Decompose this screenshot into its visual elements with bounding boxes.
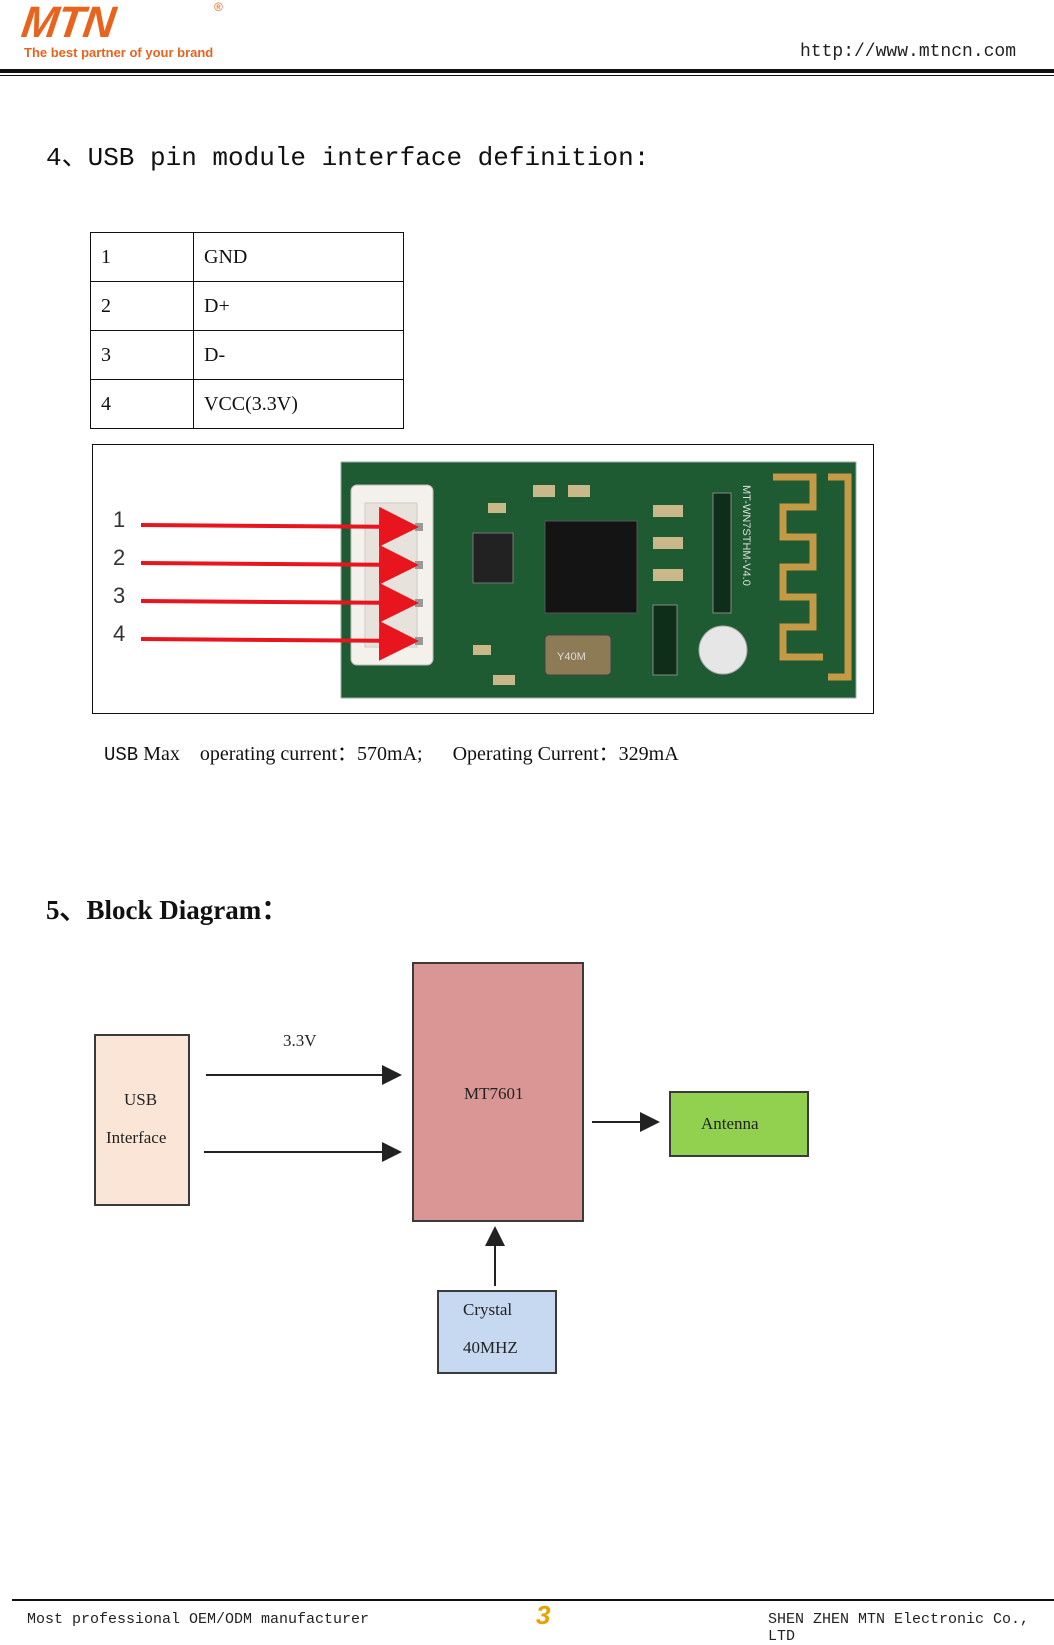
table-row: 4 VCC(3.3V) <box>90 379 404 429</box>
module-photo: 1 2 3 4 Y40M <box>113 461 857 699</box>
table-row: 2 D+ <box>90 281 404 331</box>
pin-number: 1 <box>90 232 194 282</box>
pin-name: D- <box>193 330 404 380</box>
crystal-label-2: 40MHZ <box>463 1338 518 1357</box>
header-rule-thin <box>0 75 1054 76</box>
pin-arrow <box>140 506 419 547</box>
antenna-label: Antenna <box>701 1114 759 1133</box>
main-chip <box>544 520 638 614</box>
voltage-label: 3.3V <box>283 1031 317 1050</box>
current-spec-text: Max operating current：570mA; Operating C… <box>138 743 679 765</box>
photo-pin-label: 2 <box>113 545 125 570</box>
header-rule-thick <box>0 69 1054 73</box>
crystal-marking: Y40M <box>557 651 586 663</box>
board-silkscreen: MT-WN7STHM-V4.0 <box>740 485 752 586</box>
footer-left-text: Most professional OEM/ODM manufacturer <box>27 1611 370 1628</box>
mt7601-block: MT7601 <box>412 962 584 1222</box>
photo-pin-label: 1 <box>113 507 125 532</box>
pin-name: D+ <box>193 281 404 331</box>
pin-arrow <box>140 582 419 623</box>
pin-number: 3 <box>90 330 194 380</box>
company-logo: MTN <box>18 0 118 47</box>
page-number: 3 <box>536 1600 551 1630</box>
footer-rule <box>12 1599 1054 1601</box>
pin-number: 2 <box>90 281 194 331</box>
crystal-block: Crystal 40MHZ <box>437 1290 557 1374</box>
current-spec-prefix: USB <box>104 744 139 766</box>
usb-block-label-1: USB <box>124 1090 158 1109</box>
usb-block-label-2: Interface <box>106 1128 167 1147</box>
pin-number: 4 <box>90 379 194 429</box>
logo-tagline: The best partner of your brand <box>24 45 214 60</box>
crystal-component <box>544 634 612 676</box>
footer-right-text: SHEN ZHEN MTN Electronic Co., LTD <box>768 1611 1030 1645</box>
registered-mark: ® <box>214 0 223 14</box>
pin-arrow <box>140 544 419 585</box>
usb-interface-block: USB Interface <box>94 1034 190 1206</box>
table-row: 1 GND <box>90 232 404 282</box>
pin-name: VCC(3.3V) <box>193 379 404 429</box>
crystal-label-1: Crystal <box>463 1300 513 1319</box>
header-url: http://www.mtncn.com <box>800 42 1017 62</box>
pcb-antenna-trace <box>773 473 823 661</box>
section-4-title: 4、USB pin module interface definition: <box>46 143 650 173</box>
pin-arrow <box>140 620 419 661</box>
antenna-block: Antenna <box>669 1091 809 1157</box>
table-row: 3 D- <box>90 330 404 380</box>
photo-pin-label: 4 <box>113 621 125 646</box>
test-pad <box>698 625 748 675</box>
current-spec: USB Max operating current：570mA; Operati… <box>104 737 679 766</box>
module-photo-frame: 1 2 3 4 Y40M <box>92 444 874 714</box>
pin-name: GND <box>193 232 404 282</box>
photo-pin-label: 3 <box>113 583 125 608</box>
section-5-title: 5、Block Diagram： <box>46 895 289 925</box>
pin-definition-table: 1 GND 2 D+ 3 D- 4 VCC(3.3V) <box>90 232 404 429</box>
chip-label: MT7601 <box>464 1084 524 1103</box>
